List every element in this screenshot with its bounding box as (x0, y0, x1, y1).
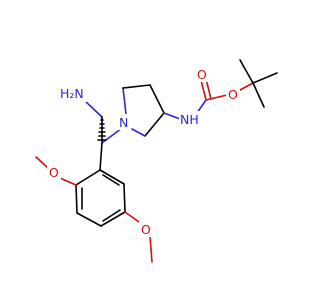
atom-labels: H₂N N NH O O O O (47, 66, 240, 237)
bond-ring-c3-c4 (149, 84, 165, 114)
bond-ar-c4-c5 (100, 211, 126, 227)
bonds (35, 59, 278, 263)
carbonyl-oxygen-label: O (197, 67, 207, 82)
bond-ar-c2-c3 (75, 184, 78, 214)
bond-ar-c5-c6 (123, 183, 126, 213)
bond-ring-c2-c3 (122, 84, 151, 89)
bond-ar-methoxy1 (59, 177, 77, 186)
bond-ring-c4-c5 (144, 112, 165, 137)
bond-c4-nh (163, 112, 181, 120)
methoxy-oxygen-1-label: O (49, 165, 59, 180)
bond-tbu-methyl-up (239, 59, 254, 84)
bond-tbu-methyl-right (252, 72, 278, 84)
bond-ar-c6-c1 (99, 169, 125, 185)
bond-ar-c3-c4 (76, 212, 102, 227)
bond-ar-methoxy2 (124, 211, 140, 223)
bond-carbonyl-ester (205, 94, 228, 101)
bond-ar-inner-2 (102, 209, 121, 222)
bond-carbonyl-double-1 (200, 79, 207, 101)
molecule-structure: H₂N N NH O O O O (35, 59, 278, 263)
ring-nitrogen-label: N (119, 115, 128, 130)
bond-carbonyl-double-2 (205, 78, 212, 100)
amine-label: H₂N (60, 86, 84, 101)
stereo-hashed-wedge (97, 119, 107, 141)
ester-oxygen-label: O (228, 87, 238, 102)
bond-ar-c1-c2 (75, 169, 101, 186)
bond-nh-carbonyl (196, 99, 207, 114)
bond-ar-inner-3 (102, 174, 120, 186)
bond-tbu-methyl-down (252, 82, 265, 108)
methoxy-oxygen-2-label: O (141, 222, 151, 237)
bond-methoxy2-methyl (149, 235, 153, 263)
bond-ringn-c2 (122, 87, 127, 115)
bond-ester-tbu (239, 82, 254, 91)
bond-nh2-ch2 (83, 99, 103, 118)
bond-chiral-aryl (99, 142, 103, 171)
bond-methoxy1-methyl (35, 156, 49, 169)
carbamate-nh-label: NH (180, 112, 199, 127)
bond-ring-c5-n (131, 128, 146, 137)
